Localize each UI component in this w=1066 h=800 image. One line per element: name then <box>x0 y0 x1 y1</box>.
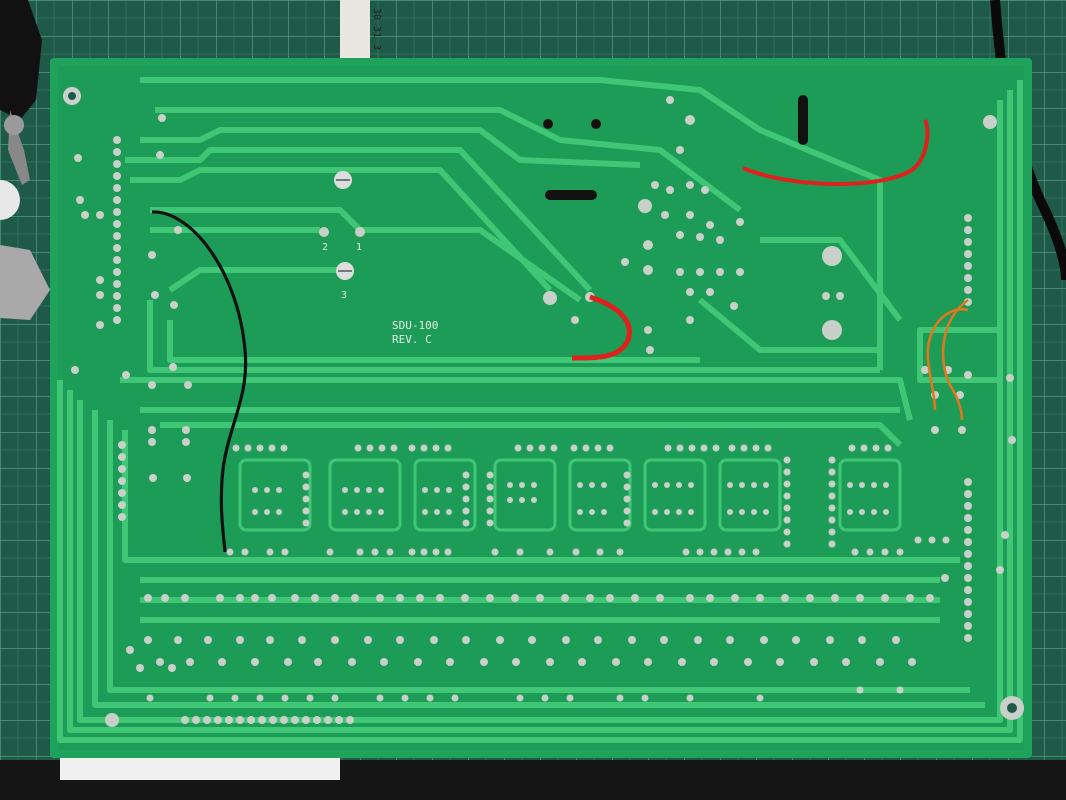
pot-label-3: 3 <box>341 290 347 301</box>
wrench-tool <box>0 180 50 320</box>
pot-label-2: 2 <box>322 242 328 253</box>
red-jumper-wire-mid <box>571 294 632 361</box>
orange-jumper-wire-2 <box>941 298 969 421</box>
bottom-connector-pins <box>181 716 354 724</box>
upper-component-pads <box>71 96 1016 574</box>
pot-screws <box>319 171 365 280</box>
mounting-holes <box>63 87 1024 727</box>
revision-label: REV. C <box>392 333 432 346</box>
ic-pin-columns <box>302 456 836 548</box>
key-switch-pads <box>126 636 916 672</box>
bottom-pad-row <box>146 686 904 702</box>
chip-outlines <box>238 458 902 532</box>
pliers-tool <box>0 0 42 185</box>
chip-pad-grid <box>252 482 889 515</box>
lower-pad-row <box>144 574 949 602</box>
ruler-strip: 30 31 3 <box>340 0 382 62</box>
left-header-pins <box>113 136 126 521</box>
ruler-label: 30 31 3 <box>371 8 382 50</box>
model-label: SDU-100 <box>392 319 438 332</box>
mid-pad-row <box>226 536 950 556</box>
pcb-board: 1 2 3 SDU-100 REV. C <box>50 58 1032 758</box>
slot <box>798 95 808 145</box>
pcb-traces <box>57 77 1023 743</box>
top-pad-row <box>232 444 892 452</box>
right-header-pins <box>964 214 972 642</box>
orange-jumper-wire-1 <box>926 308 969 411</box>
black-jumper-wire <box>151 210 248 553</box>
red-jumper-wire-top <box>742 119 930 186</box>
slot <box>545 190 597 200</box>
pot-label-1: 1 <box>356 242 362 253</box>
